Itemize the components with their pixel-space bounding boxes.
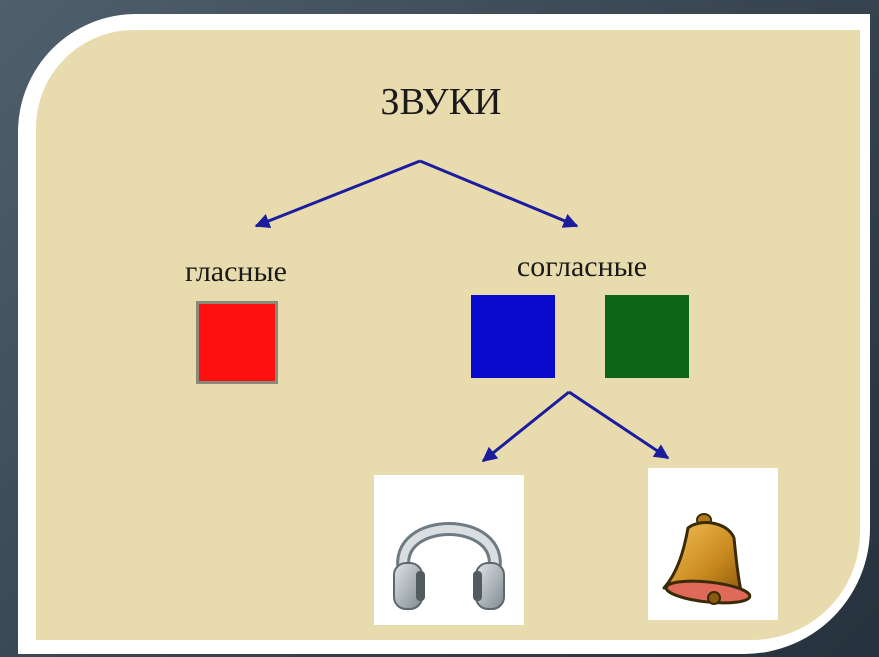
headphones-icon xyxy=(374,475,524,625)
consonants-label: согласные xyxy=(516,250,648,283)
vowel-red-square xyxy=(196,301,278,384)
arrow-to-voiceless xyxy=(481,390,570,463)
diagram-title: ЗВУКИ xyxy=(380,81,502,123)
consonant-hard-blue-square xyxy=(471,295,555,378)
arrow-to-vowels xyxy=(254,159,421,228)
bell-icon xyxy=(648,468,778,620)
arrows-layer xyxy=(254,159,670,463)
consonant-soft-green-square xyxy=(605,295,689,378)
arrow-to-consonants xyxy=(419,159,579,228)
arrow-to-voiced xyxy=(568,390,670,460)
diagram-panel: ЗВУКИ гласные согласные xyxy=(36,30,860,640)
vowels-label: гласные xyxy=(185,255,287,288)
